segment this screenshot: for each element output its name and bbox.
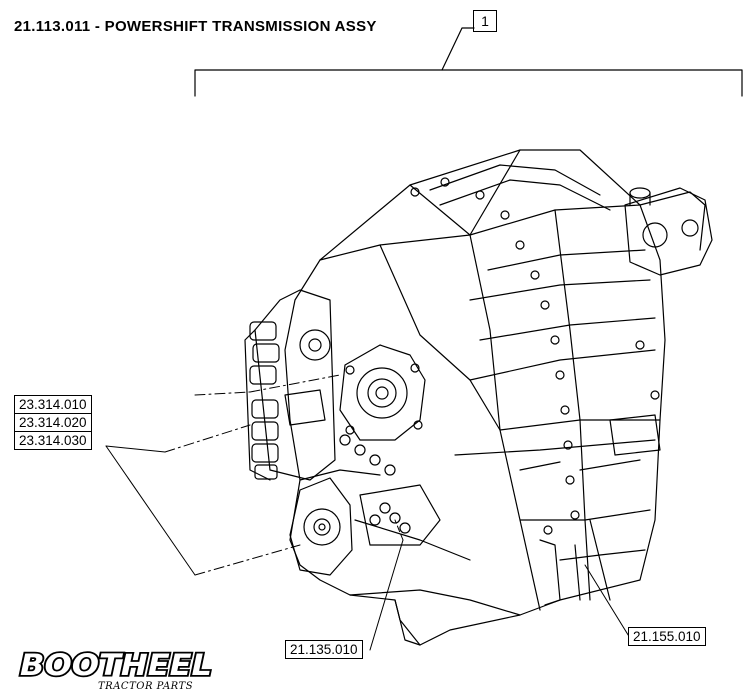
page-title: 21.113.011 - POWERSHIFT TRANSMISSION ASS… [14,18,377,35]
logo-tagline: TRACTOR PARTS [98,681,193,692]
output-flange [339,344,426,441]
assembly-ref-number: 1 [473,10,497,32]
callout-23-314-030[interactable]: 23.314.030 [14,431,92,450]
callout-23-314-020[interactable]: 23.314.020 [14,413,92,432]
assembly-bracket [194,69,743,97]
logo-brand: BOOTHEEL [20,648,212,682]
callout-23-314-010[interactable]: 23.314.010 [14,395,92,414]
solenoid-valve-bank [244,289,336,481]
transmission-housing [284,149,666,646]
flange-bolts [410,177,660,535]
lower-pto-flange [289,477,353,576]
callout-21-155-010[interactable]: 21.155.010 [628,627,706,646]
sensor-cluster [339,434,441,546]
bootheel-logo: BOOTHEEL TRACTOR PARTS [18,646,214,692]
callout-21-135-010[interactable]: 21.135.010 [285,640,363,659]
leader-lines [105,374,631,651]
assembly-leader [441,27,475,71]
hydraulic-pump [624,187,713,276]
